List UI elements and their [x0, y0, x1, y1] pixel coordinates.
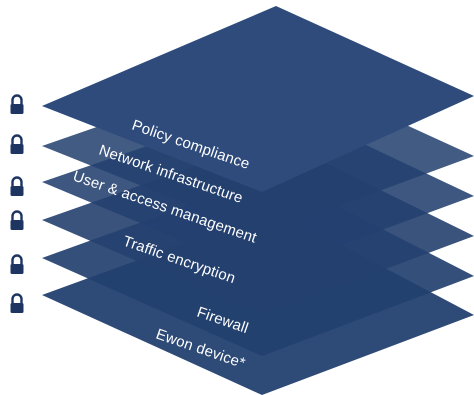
layer-policy-compliance-shape	[42, 6, 474, 192]
lock-icon	[10, 254, 24, 274]
lock-icon	[10, 210, 24, 230]
lock-icon	[10, 293, 24, 313]
lock-icon	[10, 134, 24, 154]
lock-icon	[10, 176, 24, 196]
layer-policy-compliance: Policy compliance	[42, 6, 474, 192]
lock-icon	[10, 94, 24, 114]
